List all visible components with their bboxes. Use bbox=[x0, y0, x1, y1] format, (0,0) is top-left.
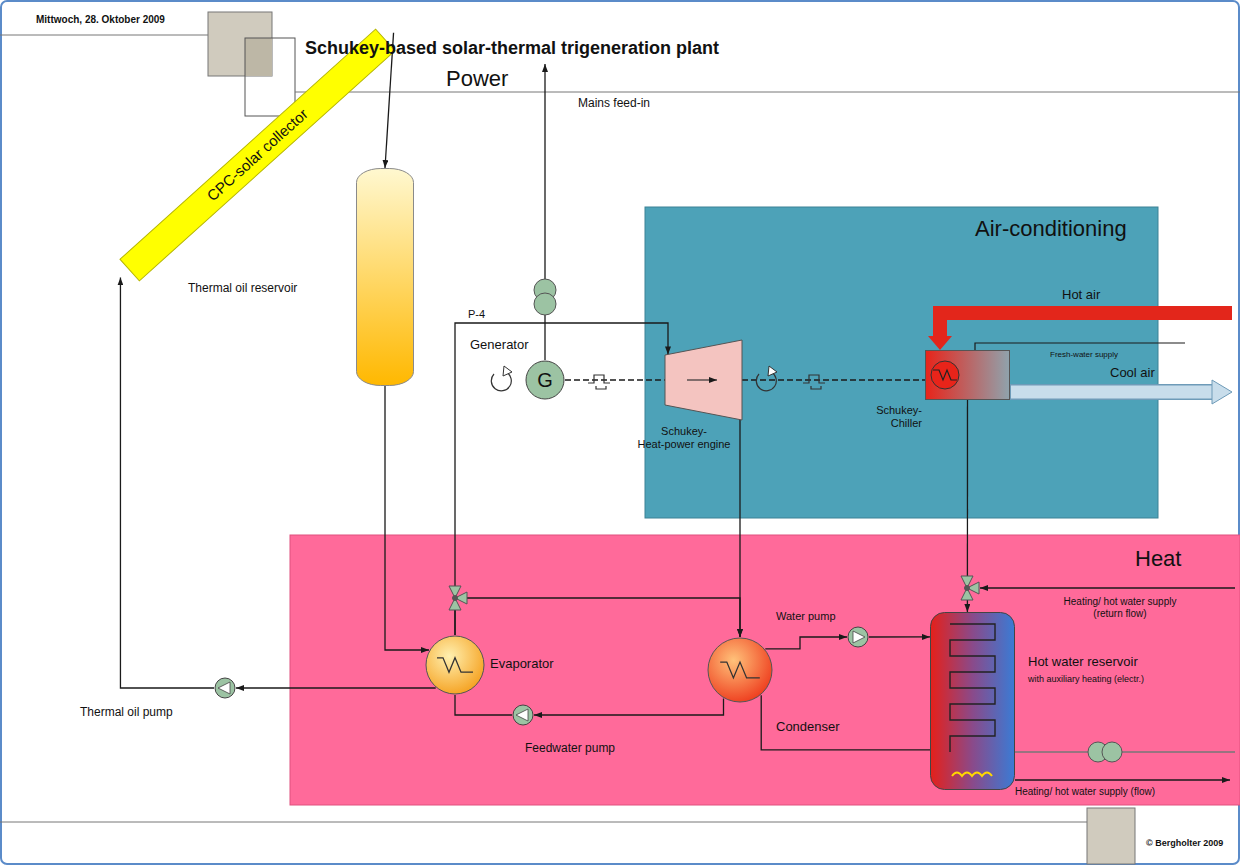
return-flow-line bbox=[980, 587, 1235, 588]
flow-line bbox=[1015, 779, 1230, 780]
pump: Water pump bbox=[847, 626, 869, 648]
cool-air-duct bbox=[1010, 384, 1212, 400]
pipe-connector bbox=[455, 695, 512, 715]
header-square bbox=[245, 38, 295, 116]
footer-rule bbox=[0, 822, 1087, 823]
region-band: HeatEvaporatorCondenserHot water reservo… bbox=[290, 535, 1240, 805]
cool-air-duct bbox=[1011, 386, 1213, 399]
hot-air-arrow bbox=[928, 336, 952, 350]
node-label: Water pump bbox=[776, 610, 836, 623]
pipe-connector bbox=[765, 637, 847, 649]
pipe-connector bbox=[236, 687, 436, 688]
pipe-connector bbox=[455, 598, 740, 637]
node-label: Generator bbox=[470, 338, 529, 353]
transformer-symbol bbox=[534, 279, 556, 315]
rotation-symbol bbox=[768, 366, 777, 376]
shaft-connector bbox=[565, 379, 665, 380]
hot-water-reservoir-outline bbox=[930, 612, 1015, 790]
node-label: Condenser bbox=[776, 720, 840, 735]
header-rule bbox=[0, 35, 208, 36]
shaft-coupling bbox=[588, 375, 610, 389]
label: Heating/ hot water supply (return flow) bbox=[1050, 596, 1190, 619]
pump-outline bbox=[214, 677, 236, 699]
label: Fresh-water supply bbox=[1050, 350, 1118, 359]
condenser-outline bbox=[707, 637, 773, 703]
electric-line bbox=[1122, 751, 1235, 752]
label: Mittwoch, 28. Oktober 2009 bbox=[36, 14, 165, 26]
oil-reservoir: Thermal oil reservoir bbox=[356, 168, 414, 386]
node-label: Schukey- Chiller bbox=[866, 404, 922, 429]
air-conditioning-band bbox=[645, 207, 1158, 518]
header-square bbox=[245, 38, 272, 76]
evaporator-outline bbox=[425, 635, 485, 695]
node-label: with auxiliary heating (electr.) bbox=[1028, 674, 1144, 684]
three-way-valve bbox=[961, 576, 979, 600]
node-label: Heat bbox=[1135, 546, 1181, 571]
label: Power bbox=[446, 66, 508, 91]
hot-water-reservoir: Hot water reservoirwith auxiliary heatin… bbox=[930, 612, 1015, 790]
node-label: G bbox=[525, 360, 565, 400]
label: Cool air bbox=[1110, 366, 1155, 381]
mains-line bbox=[544, 64, 545, 279]
rotation-symbol bbox=[756, 372, 776, 391]
three-way-valve bbox=[449, 586, 467, 610]
pipe-connector bbox=[455, 323, 668, 635]
node-label: Evaporator bbox=[490, 657, 554, 672]
header-rule bbox=[295, 92, 1240, 93]
rotation-symbol bbox=[491, 372, 511, 391]
evaporator: Evaporator bbox=[425, 635, 485, 695]
shaft-connector bbox=[742, 379, 925, 380]
pipe-connector bbox=[739, 420, 740, 637]
pump: Thermal oil pump bbox=[214, 677, 236, 699]
pump: Feedwater pump bbox=[512, 704, 534, 726]
chiller: Schukey- Chiller bbox=[925, 350, 1010, 400]
pipe-connector bbox=[869, 636, 930, 637]
label: Heating/ hot water supply (flow) bbox=[1010, 786, 1160, 798]
node-label: Air-conditioning bbox=[975, 216, 1127, 241]
page-title: Schukey-based solar-thermal trigeneratio… bbox=[305, 38, 719, 59]
heat-power-engine-outline bbox=[665, 340, 742, 420]
pump-outline bbox=[512, 704, 534, 726]
node-label: Schukey- Heat-power engine bbox=[632, 425, 736, 450]
footer-square bbox=[1087, 808, 1135, 864]
generator: GGenerator bbox=[525, 360, 565, 400]
node-label: Thermal oil reservoir bbox=[188, 282, 297, 296]
label: © Bergholter 2009 bbox=[1146, 838, 1223, 848]
transformer-symbol bbox=[1088, 742, 1122, 762]
pipe-connector bbox=[761, 695, 930, 750]
oil-reservoir-outline bbox=[356, 168, 414, 386]
label: Hot air bbox=[1062, 288, 1100, 303]
label: Mains feed-in bbox=[578, 97, 650, 111]
heat-power-engine: Schukey- Heat-power engine bbox=[665, 340, 742, 420]
fresh-water-line bbox=[975, 343, 1185, 350]
pump-outline bbox=[847, 626, 869, 648]
generator-line bbox=[544, 315, 545, 360]
hot-air-duct bbox=[940, 313, 1232, 336]
cool-air-arrow bbox=[1212, 380, 1232, 404]
pipe-connector bbox=[385, 386, 429, 650]
pipe-connector bbox=[534, 699, 724, 715]
node-label: Feedwater pump bbox=[525, 742, 615, 756]
node-label: Thermal oil pump bbox=[80, 706, 173, 720]
heat-band bbox=[290, 535, 1240, 805]
rotation-symbol bbox=[503, 366, 512, 376]
region-band: Air-conditioningSchukey- Heat-power engi… bbox=[645, 207, 1158, 518]
chiller-outline bbox=[925, 350, 1010, 400]
electric-line bbox=[1015, 751, 1088, 752]
shaft-coupling bbox=[803, 375, 825, 389]
label: P-4 bbox=[468, 308, 485, 321]
header-square bbox=[208, 12, 272, 76]
node-label: Hot water reservoir bbox=[1028, 655, 1138, 670]
condenser: Condenser bbox=[707, 637, 773, 703]
pipe-connector bbox=[120, 277, 214, 688]
